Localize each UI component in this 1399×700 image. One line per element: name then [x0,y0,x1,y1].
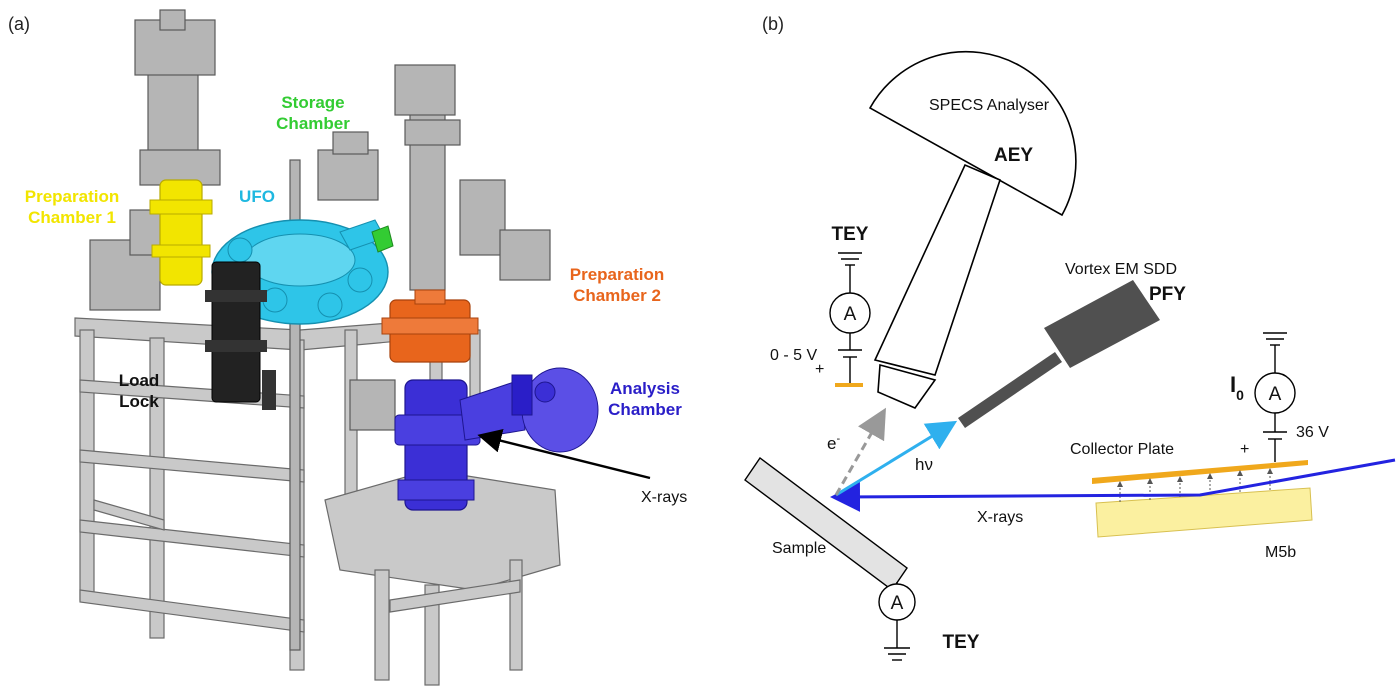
photoelectron-arrows [1117,468,1273,502]
analysis-chamber-label-line2: Chamber [608,400,682,419]
hv-label: hν [915,455,933,474]
tey-bottom-label: TEY [943,632,980,653]
tey-top-label: TEY [832,224,869,245]
preparation-chamber-1-model [149,179,213,286]
electron-label-sup: - [836,433,840,445]
analysis-chamber-label-line1: Analysis [610,379,680,398]
electron-label-main: e [827,434,836,453]
sample [744,457,908,591]
preparation-chamber-1-label-line1: Preparation [25,187,119,206]
analyser-mode: AEY [994,145,1033,166]
detector-name: Vortex EM SDD [1065,261,1177,278]
storage-chamber-model [371,225,394,253]
storage-chamber-label-line1: Storage [281,93,344,112]
load-lock-label-line2: Lock [119,392,159,411]
tey-bias-plate [835,383,863,387]
collector-plate [1092,460,1308,484]
m5b-mirror [1095,487,1313,538]
panel-b: (b) SPECS Analyser AEY Vortex EM SDD PFY [744,14,1396,661]
tey-top-circuit [829,252,871,384]
xray-beam [830,458,1396,512]
equipment-grey [89,9,551,651]
preparation-chamber-2-label-line1: Preparation [570,265,664,284]
i0-plus: + [1240,441,1249,458]
analyser-name: SPECS Analyser [929,97,1050,114]
xrays-label-b: X-rays [977,509,1023,526]
m5b-label: M5b [1265,544,1296,561]
load-lock-label-line1: Load [119,371,160,390]
ufo-label: UFO [239,187,275,206]
electron-label: e- [827,433,840,453]
preparation-chamber-1-label-line2: Chamber 1 [28,208,116,227]
tey-top-plus: + [815,361,824,378]
vacuum-system-frame [74,317,561,686]
storage-chamber-label-line2: Chamber [276,114,350,133]
panel-b-label: (b) [762,14,784,34]
preparation-chamber-2-model [381,289,479,363]
fluorescence-arrow [835,420,958,497]
preparation-chamber-2-label-line2: Chamber 2 [573,286,661,305]
sample-label: Sample [772,540,826,557]
i0-label: I0 [1230,372,1244,403]
i0-circuit [1254,332,1296,462]
specs-analyser [868,50,1077,409]
panel-a-label: (a) [8,14,30,34]
i0-ammeter: A [1269,384,1282,405]
tey-bottom-ammeter: A [891,593,904,614]
tey-top-bias: 0 - 5 V [770,347,817,364]
analysis-chamber-model [394,367,599,511]
i0-label-sub: 0 [1236,387,1244,403]
xrays-label-a: X-rays [641,489,687,506]
detector-mode: PFY [1149,284,1186,305]
tey-bottom-circuit [878,582,916,661]
i0-label-main: I [1230,372,1236,397]
load-lock-model [205,261,276,410]
electron-arrow [834,407,886,496]
xray-arrow-a [477,429,651,480]
panel-a: (a) [8,9,687,686]
sdd-detector [958,280,1160,428]
i0-bias: 36 V [1296,424,1329,441]
collector-plate-label: Collector Plate [1070,441,1174,458]
tey-top-ammeter: A [844,304,857,325]
